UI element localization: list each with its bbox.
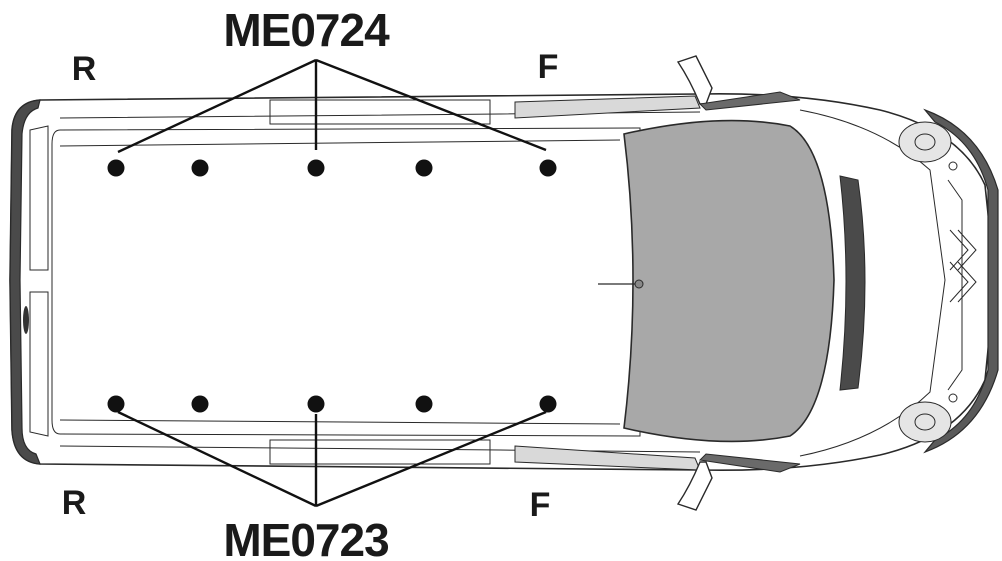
mount-point bbox=[415, 395, 433, 413]
window-trim-bottom bbox=[514, 445, 701, 471]
window-trim-top bbox=[514, 95, 701, 119]
mount-point bbox=[415, 159, 433, 177]
mount-point bbox=[307, 159, 325, 177]
roof-rail-bottom bbox=[59, 445, 701, 453]
bottom-part-code: ME0723 bbox=[223, 514, 388, 561]
fog-light-bottom bbox=[948, 393, 958, 403]
headlight-top bbox=[898, 121, 952, 163]
mount-point bbox=[307, 395, 325, 413]
hood bbox=[623, 119, 835, 443]
mount-point bbox=[191, 159, 209, 177]
rear-door-right bbox=[29, 291, 49, 437]
front-bumper bbox=[923, 108, 999, 454]
grille-chevron-2 bbox=[957, 229, 977, 271]
mount-points-top bbox=[107, 159, 557, 177]
front-label-bottom: F bbox=[530, 486, 551, 524]
rear-bumper bbox=[9, 99, 41, 465]
side-step-bottom bbox=[269, 439, 491, 465]
antenna-base bbox=[634, 279, 644, 289]
rear-label-top: R bbox=[72, 50, 97, 88]
dashboard-vent bbox=[839, 175, 866, 391]
grille-lines bbox=[947, 179, 963, 391]
grille-chevron-1 bbox=[949, 229, 969, 271]
grille-chevron-4 bbox=[957, 261, 977, 303]
rear-door-left bbox=[29, 125, 49, 271]
fender-bottom bbox=[698, 453, 801, 473]
headlight-bottom-inner bbox=[914, 413, 936, 431]
mount-point bbox=[539, 395, 557, 413]
mount-point bbox=[539, 159, 557, 177]
headlight-bottom bbox=[898, 401, 952, 443]
roof-rail-top bbox=[59, 111, 701, 119]
mount-point bbox=[107, 395, 125, 413]
front-hood-area bbox=[799, 109, 946, 457]
roof-rail-bottom-inner bbox=[59, 419, 621, 425]
leader-lines-top bbox=[117, 58, 547, 154]
van-body bbox=[9, 55, 999, 511]
leader-lines-bottom bbox=[117, 410, 547, 508]
mirror-top bbox=[676, 55, 713, 105]
roof-rail-top-inner bbox=[59, 139, 621, 147]
mount-points-bottom bbox=[107, 395, 557, 413]
fender-top bbox=[698, 91, 801, 111]
headlight-top-inner bbox=[914, 133, 936, 151]
fog-light-top bbox=[948, 161, 958, 171]
mirror-bottom bbox=[676, 461, 713, 511]
roof-panel bbox=[51, 127, 641, 437]
mount-point bbox=[191, 395, 209, 413]
top-part-code: ME0724 bbox=[223, 4, 390, 56]
rear-label-bottom: R bbox=[62, 484, 87, 522]
side-step-top bbox=[269, 99, 491, 125]
mount-point bbox=[107, 159, 125, 177]
front-label-top: F bbox=[538, 48, 559, 86]
rear-handle bbox=[23, 306, 29, 334]
grille-chevron-3 bbox=[949, 261, 969, 303]
